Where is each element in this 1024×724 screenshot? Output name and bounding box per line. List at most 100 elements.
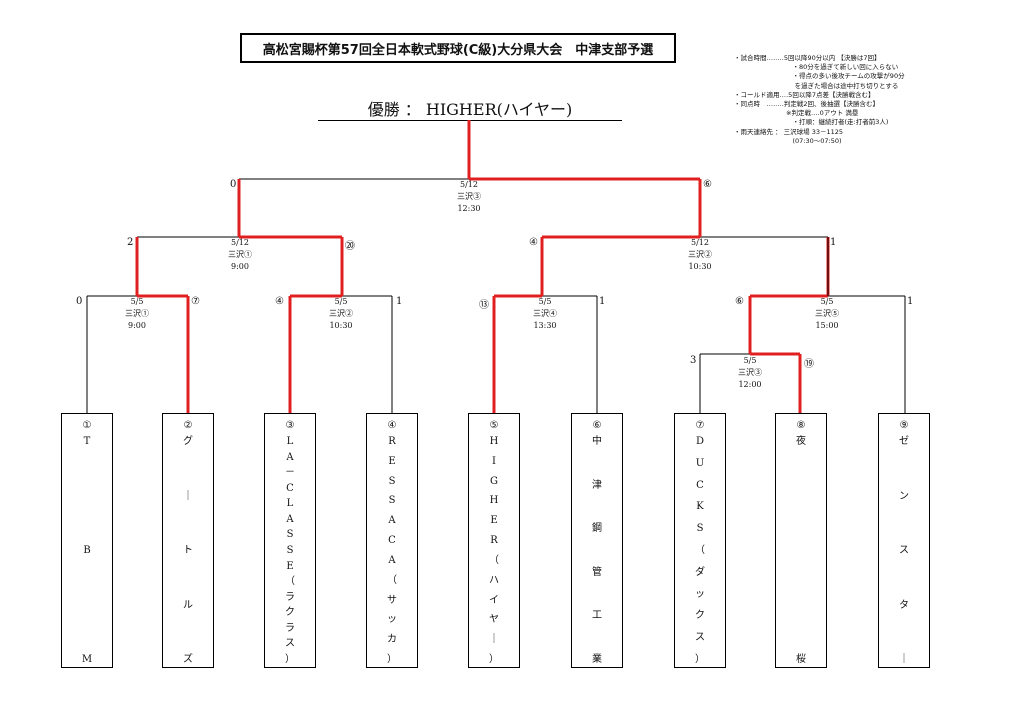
team-8: ⑧ 夜 桜 — [775, 413, 827, 668]
team-char: H — [489, 436, 499, 447]
match-score-right: ⑥ — [703, 179, 712, 190]
team-name: L A － C L A S S E （ ラ ク ラ ス ） — [285, 431, 295, 665]
match-score-left: 2 — [127, 237, 134, 248]
team-char: 工 — [592, 610, 602, 622]
team-char: L — [286, 436, 294, 447]
team-char: 夜 — [796, 436, 806, 447]
rule-line: ・80分を過ぎて新しい回に入らない — [734, 63, 899, 72]
team-char: ル — [183, 599, 193, 611]
rule-line: ・得点の多い後攻チームの攻撃が90分 — [734, 72, 905, 81]
team-char: （ — [387, 574, 397, 586]
team-number: ⑦ — [695, 420, 705, 431]
team-char: I — [492, 455, 496, 467]
match-venue: 三沢② — [688, 250, 712, 259]
team-name: H I G H E R （ ハ イ ヤ ｜ ） — [489, 431, 499, 665]
team-char: イ — [489, 594, 499, 606]
team-char: ッ — [695, 588, 705, 600]
team-char: E — [388, 455, 396, 467]
match-info: 5/5 三沢① 9:00 — [102, 296, 172, 332]
team-number: ⑨ — [899, 420, 909, 431]
match-score-right: 1 — [830, 237, 837, 248]
team-char: U — [695, 457, 705, 469]
rules-notes: ・試合時間‥‥‥‥5回以降90分以内 【決勝は7回】 ・80分を過ぎて新しい回に… — [734, 54, 974, 146]
match-score-left: 3 — [690, 355, 697, 366]
match-venue: 三沢① — [228, 250, 252, 259]
match-info: 5/12 三沢① 9:00 — [205, 237, 275, 273]
match-date: 5/12 — [231, 238, 249, 247]
match-score-right: 1 — [907, 296, 914, 307]
team-char: カ — [387, 634, 397, 646]
match-time: 12:30 — [457, 204, 481, 213]
match-info: 5/5 三沢④ 13:30 — [510, 296, 580, 332]
team-char: S — [696, 523, 704, 535]
team-char: ｜ — [899, 654, 909, 665]
team-char: D — [695, 436, 705, 447]
team-char: ダ — [695, 566, 705, 578]
team-char: S — [286, 529, 294, 541]
match-score-right: ⑲ — [804, 359, 814, 370]
team-char: ス — [695, 632, 705, 644]
team-char: ｜ — [489, 634, 499, 646]
team-number: ⑧ — [796, 420, 806, 431]
match-score-left: ⑥ — [735, 296, 744, 307]
match-info: 5/5 三沢② 10:30 — [306, 296, 376, 332]
team-char: T — [83, 436, 91, 447]
team-char: C — [696, 479, 704, 491]
match-time: 13:30 — [533, 321, 557, 330]
rule-line: ※判定戦‥‥0アウト 満塁 — [734, 109, 859, 118]
rule-line: (07:30～07:50) — [734, 136, 842, 145]
team-char: サ — [387, 594, 397, 606]
team-char: M — [81, 654, 93, 665]
team-char: （ — [285, 576, 295, 588]
team-char: 桜 — [796, 654, 806, 665]
team-char: ｜ — [183, 490, 193, 502]
team-char: A — [388, 554, 396, 566]
team-name: ゼ ン ス タ ｜ — [899, 431, 909, 665]
team-char: L — [286, 498, 294, 510]
team-char: － — [285, 467, 295, 479]
team-name: T B M — [82, 431, 92, 665]
team-char: 業 — [592, 653, 602, 665]
team-char: ズ — [183, 654, 193, 665]
match-time: 10:30 — [688, 262, 712, 271]
match-time: 9:00 — [231, 262, 249, 271]
rule-line: ・コールド適用‥‥5回以降7点差【決勝戦含む】 — [734, 90, 875, 99]
match-date: 5/5 — [743, 356, 757, 365]
team-name: 中 津 鋼 管 工 業 — [592, 431, 602, 665]
match-score-right: ⑦ — [191, 296, 200, 307]
team-name: D U C K S （ ダ ッ ク ス ） — [695, 431, 705, 665]
team-char: A — [286, 451, 294, 463]
match-time: 12:00 — [738, 380, 762, 389]
team-char: ス — [285, 638, 295, 650]
rule-line: ・打順：継続打者(走:打者前3人) — [734, 118, 889, 127]
team-char: S — [286, 544, 294, 556]
team-char: B — [83, 545, 91, 556]
team-char: ハ — [489, 574, 499, 586]
match-venue: 三沢③ — [457, 192, 481, 201]
match-venue: 三沢② — [329, 309, 353, 318]
team-char: ト — [183, 545, 193, 556]
team-2: ② グ ｜ ト ル ズ — [162, 413, 214, 668]
team-number: ⑤ — [489, 420, 499, 431]
match-info: 5/12 三沢② 10:30 — [665, 237, 735, 273]
team-5: ⑤ H I G H E R （ ハ イ ヤ ｜ ） — [468, 413, 520, 668]
team-7: ⑦ D U C K S （ ダ ッ ク ス ） — [674, 413, 726, 668]
team-char: ス — [899, 545, 909, 556]
team-char: （ — [489, 554, 499, 566]
team-char: ） — [489, 653, 499, 665]
match-date: 5/5 — [334, 297, 348, 306]
match-info: 5/5 三沢③ 12:00 — [715, 355, 785, 391]
team-char: S — [388, 475, 396, 487]
team-char: 鋼 — [592, 523, 602, 535]
team-char: H — [489, 495, 499, 507]
team-char: ラ — [285, 622, 295, 634]
team-char: R — [388, 436, 396, 447]
team-name: R E S S A C A （ サ ッ カ ） — [387, 431, 397, 665]
team-6: ⑥ 中 津 鋼 管 工 業 — [571, 413, 623, 668]
match-score-right: 1 — [396, 296, 403, 307]
match-date: 5/5 — [820, 297, 834, 306]
team-char: ） — [285, 653, 295, 665]
match-date: 5/12 — [691, 238, 709, 247]
match-time: 15:00 — [815, 321, 839, 330]
match-date: 5/5 — [130, 297, 144, 306]
